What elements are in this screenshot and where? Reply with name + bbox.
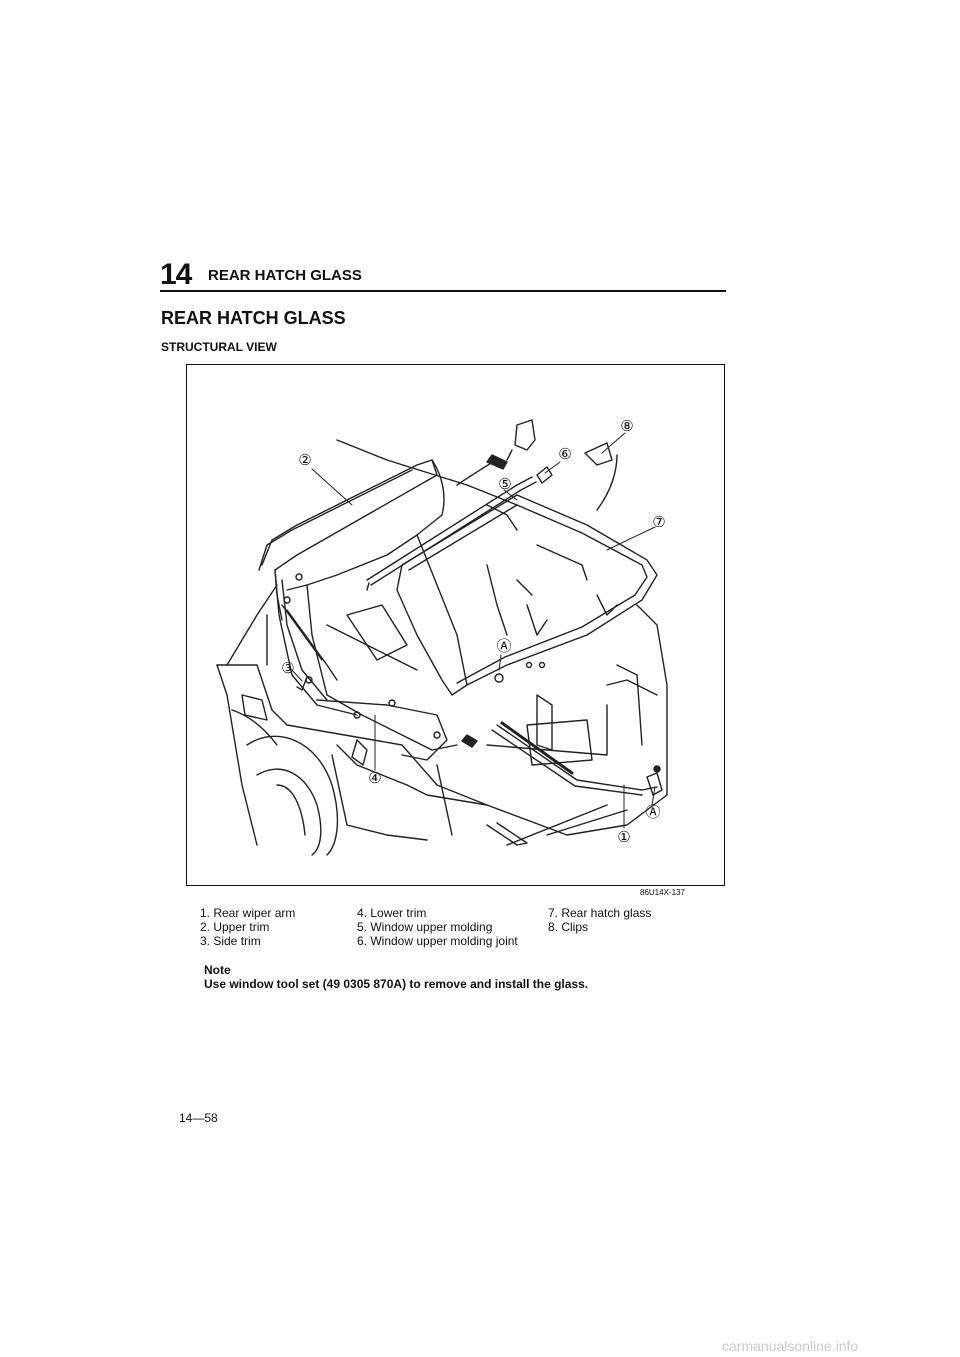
callout-a-lower: Ⓐ — [645, 803, 660, 821]
legend-item: 4. Lower trim — [357, 906, 427, 920]
window-upper-molding-drawing — [366, 476, 537, 591]
header-rule — [160, 290, 726, 292]
page-header: 14 REAR HATCH GLASS — [160, 258, 726, 292]
page-number: 14—58 — [179, 1111, 218, 1125]
callout-5: ⑤ — [498, 475, 511, 493]
callout-6: ⑥ — [558, 445, 571, 463]
callout-1: ① — [617, 828, 630, 846]
callout-a-upper: Ⓐ — [496, 637, 511, 655]
legend-item: 6. Window upper molding joint — [357, 934, 518, 948]
callout-markers: ① ② ③ ④ ⑤ ⑥ ⑦ ⑧ Ⓐ Ⓐ — [281, 417, 665, 846]
rear-wiper-arm-drawing — [461, 721, 663, 796]
legend-column-2: 4. Lower trim 5. Window upper molding 6.… — [357, 906, 518, 948]
legend-column-3: 7. Rear hatch glass 8. Clips — [548, 906, 651, 934]
chapter-number: 14 — [160, 258, 192, 291]
callout-8: ⑧ — [620, 417, 633, 435]
note-block: Note Use window tool set (49 0305 870A) … — [204, 963, 588, 991]
legend-item: 7. Rear hatch glass — [548, 906, 652, 920]
section-title: REAR HATCH GLASS — [161, 308, 346, 328]
trim-frame — [258, 459, 468, 761]
legend-item: 3. Side trim — [200, 934, 261, 948]
car-body-drawing — [216, 439, 668, 856]
callout-2: ② — [298, 451, 311, 469]
fasteners-drawing — [281, 573, 546, 739]
callout-4: ④ — [368, 769, 381, 787]
legend-item: 8. Clips — [548, 920, 589, 934]
chapter-title: REAR HATCH GLASS — [208, 267, 362, 284]
note-text: Use window tool set (49 0305 870A) to re… — [204, 977, 589, 991]
leader-lines — [291, 432, 656, 829]
callout-7: ⑦ — [652, 513, 665, 531]
legend-item: 2. Upper trim — [200, 920, 270, 934]
exploded-diagram: ① ② ③ ④ ⑤ ⑥ ⑦ ⑧ Ⓐ Ⓐ — [216, 417, 668, 856]
legend-column-1: 1. Rear wiper arm 2. Upper trim 3. Side … — [200, 906, 295, 948]
callout-3: ③ — [281, 659, 294, 677]
figure-code: 86U14X-137 — [640, 888, 685, 897]
legend-item: 5. Window upper molding — [357, 920, 493, 934]
structural-view-figure: ① ② ③ ④ ⑤ ⑥ ⑦ ⑧ Ⓐ Ⓐ — [186, 364, 725, 886]
legend-item: 1. Rear wiper arm — [200, 906, 296, 920]
clips-drawing — [456, 419, 618, 511]
rear-hatch-glass-drawing — [396, 494, 658, 696]
site-watermark: carmanualsonline.info — [722, 1338, 859, 1354]
subsection-title: STRUCTURAL VIEW — [161, 340, 277, 354]
note-heading: Note — [204, 963, 231, 977]
